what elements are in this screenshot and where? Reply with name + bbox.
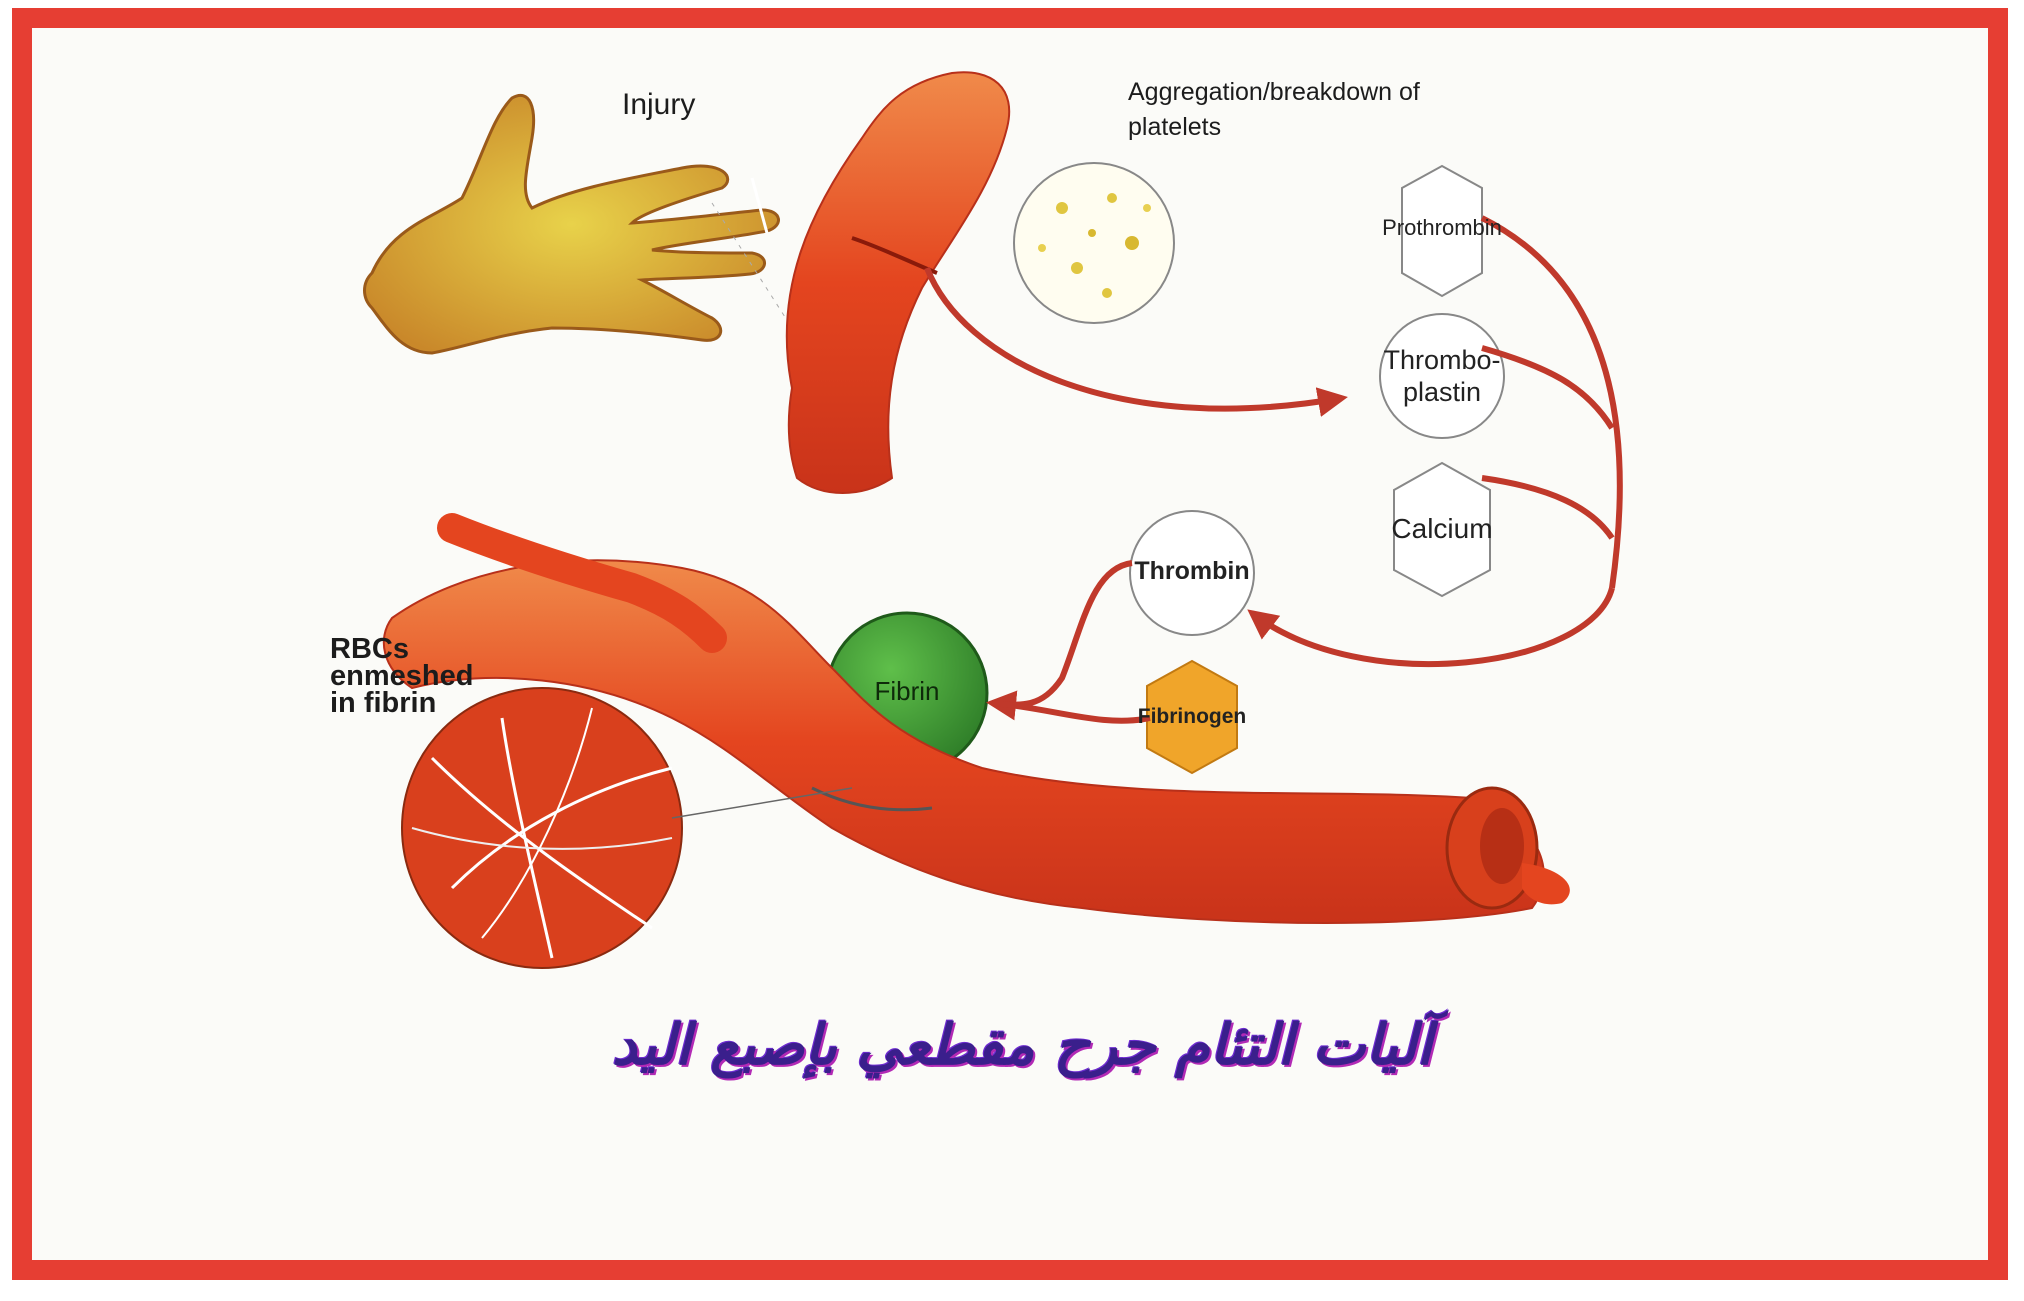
injury-label: Injury <box>622 88 695 122</box>
thromboplastin-label-line1: Thrombo- <box>1372 346 1512 374</box>
aggregation-label-line1: Aggregation/breakdown of <box>1128 78 1420 107</box>
upper-blood-vessel <box>787 72 1009 493</box>
diagram-caption: آليات التئام جرح مقطعي بإصبع اليد <box>442 1013 1602 1078</box>
fibrinogen-label: Fibrinogen <box>1127 706 1257 728</box>
thromboplastin-circle <box>1380 314 1504 438</box>
prothrombin-label: Prothrombin <box>1372 216 1512 239</box>
fibrin-label: Fibrin <box>837 678 977 705</box>
diagram-frame: Injury Aggregation/breakdown of platelet… <box>12 8 2008 1280</box>
thromboplastin-label-line2: plastin <box>1372 378 1512 406</box>
injured-hand-illustration <box>365 95 793 353</box>
platelets-magnified-circle <box>1014 163 1174 323</box>
calcium-label: Calcium <box>1372 514 1512 543</box>
rbcs-label-line3: in fibrin <box>330 687 436 720</box>
aggregation-label-line2: platelets <box>1128 113 1221 142</box>
thrombin-label: Thrombin <box>1122 558 1262 584</box>
